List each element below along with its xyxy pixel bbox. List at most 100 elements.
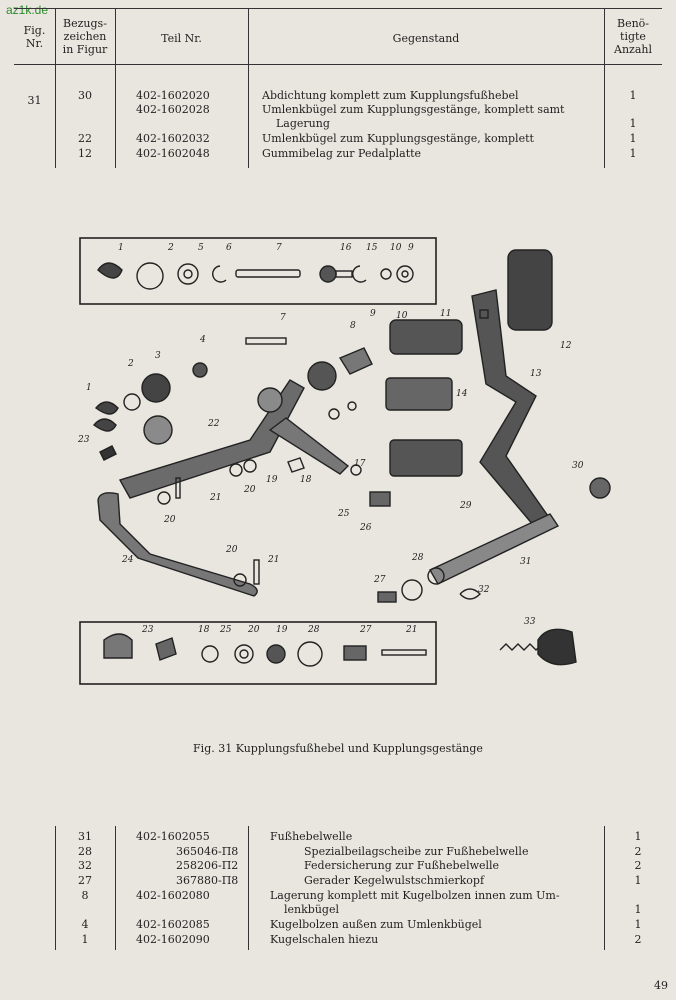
- svg-text:21: 21: [405, 625, 417, 635]
- svg-text:20: 20: [225, 545, 238, 555]
- table-row-anzahl: 2: [634, 933, 642, 946]
- svg-text:25: 25: [219, 625, 232, 635]
- table-row-gegenstand: Abdichtung komplett zum Kupplungsfußhebe…: [262, 89, 519, 102]
- svg-text:27: 27: [359, 625, 372, 635]
- svg-text:2: 2: [167, 243, 174, 253]
- svg-text:1: 1: [86, 383, 92, 393]
- svg-text:26: 26: [359, 523, 372, 533]
- table-row-teil: 402-1602080: [136, 889, 210, 902]
- watermark: az1k.de: [6, 3, 49, 17]
- svg-text:2: 2: [127, 359, 134, 369]
- svg-text:30: 30: [572, 461, 584, 471]
- table-row-bez: 12: [78, 147, 92, 160]
- table-row-gegenstand: Umlenkbügel zum Kupplungsgestänge, kompl…: [262, 132, 534, 145]
- table-row-bez: 4: [81, 918, 89, 931]
- table-row-teil: 367880-П8: [176, 874, 239, 887]
- svg-text:25: 25: [337, 509, 350, 519]
- svg-text:17: 17: [354, 459, 366, 469]
- svg-text:13: 13: [530, 369, 542, 379]
- svg-text:21: 21: [267, 555, 279, 565]
- svg-text:12: 12: [560, 341, 572, 351]
- svg-text:20: 20: [243, 485, 256, 495]
- table-row-teil: 402-1602048: [136, 147, 210, 160]
- table-row-anzahl: 1: [629, 89, 637, 102]
- svg-text:11: 11: [440, 309, 451, 319]
- svg-text:23: 23: [141, 625, 154, 635]
- figure-caption: Fig. 31 Kupplungsfußhebel und Kupplungsg…: [193, 742, 483, 755]
- table-row-anzahl: 1: [629, 132, 637, 145]
- fig-nr: 31: [27, 94, 42, 107]
- svg-text:9: 9: [370, 309, 376, 319]
- table-row-teil: 258206-П2: [176, 859, 239, 872]
- table-row-anzahl: 1: [634, 830, 642, 843]
- table-row-bez: 22: [78, 132, 92, 145]
- svg-text:7: 7: [280, 313, 286, 323]
- table-row-gegenstand: Gummibelag zur Pedalplatte: [262, 147, 422, 160]
- header-bez-1: Bezugs-: [63, 17, 107, 30]
- svg-text:21: 21: [209, 493, 221, 503]
- svg-text:20: 20: [247, 625, 260, 635]
- svg-text:28: 28: [411, 553, 424, 563]
- table-row-bez: 8: [81, 889, 89, 902]
- svg-text:19: 19: [266, 475, 278, 485]
- svg-text:31: 31: [520, 557, 531, 567]
- svg-text:5: 5: [198, 243, 204, 253]
- header-bez-3: in Figur: [62, 43, 108, 56]
- table-row-anzahl: 1: [634, 918, 642, 931]
- svg-text:24: 24: [121, 555, 134, 565]
- table-row-gegenstand: Kugelbolzen außen zum Umlenkbügel: [270, 918, 482, 931]
- table-row-bez: 31: [78, 830, 92, 843]
- table-row-bez: 30: [78, 89, 92, 102]
- header-fig-2: Nr.: [25, 37, 44, 50]
- svg-text:7: 7: [276, 243, 282, 253]
- svg-text:9: 9: [408, 243, 414, 253]
- table-row-gegenstand: Federsicherung zur Fußhebelwelle: [304, 859, 500, 872]
- svg-text:18: 18: [300, 475, 312, 485]
- svg-text:4: 4: [199, 335, 206, 345]
- header-anzahl: Benö- tigte Anzahl: [604, 17, 662, 56]
- table-row-gegenstand: Spezialbeilagscheibe zur Fußhebelwelle: [304, 845, 529, 858]
- table-row-gegenstand: Gerader Kegelwulstschmierkopf: [304, 874, 485, 887]
- svg-text:1: 1: [118, 243, 124, 253]
- table-row-gegenstand: Lagerung: [276, 117, 330, 130]
- table-row-gegenstand: Fußhebelwelle: [270, 830, 353, 843]
- svg-text:16: 16: [340, 243, 352, 253]
- svg-text:18: 18: [198, 625, 210, 635]
- svg-text:28: 28: [307, 625, 320, 635]
- svg-text:10: 10: [396, 311, 408, 321]
- svg-text:10: 10: [390, 243, 402, 253]
- table-row-teil: 402-1602085: [136, 918, 210, 931]
- table-row-anzahl: 1: [634, 903, 642, 916]
- table-row-bez: 1: [81, 933, 89, 946]
- svg-text:22: 22: [207, 419, 220, 429]
- table-row-teil: 402-1602020: [136, 89, 210, 102]
- header-fig-1: Fig.: [23, 24, 46, 37]
- header-bez-2: zeichen: [63, 30, 107, 43]
- table-row-gegenstand: Umlenkbügel zum Kupplungsgestänge, kompl…: [262, 103, 565, 116]
- svg-text:19: 19: [276, 625, 288, 635]
- table-row-bez: 28: [78, 845, 92, 858]
- svg-text:15: 15: [366, 243, 378, 253]
- svg-text:29: 29: [459, 501, 472, 511]
- table-row-anzahl: 2: [634, 859, 642, 872]
- svg-text:14: 14: [456, 389, 468, 399]
- table-row-anzahl: 1: [629, 147, 637, 160]
- header-gegenstand: Gegenstand: [392, 32, 460, 45]
- header-anz-2: tigte: [620, 30, 646, 43]
- table-row-gegenstand: Kugelschalen hiezu: [270, 933, 379, 946]
- header-fig: Fig. Nr.: [14, 24, 55, 50]
- table-row-anzahl: 1: [629, 117, 637, 130]
- table-row-gegenstand: Lagerung komplett mit Kugelbolzen innen …: [270, 889, 560, 902]
- svg-text:8: 8: [350, 321, 356, 331]
- svg-text:20: 20: [163, 515, 176, 525]
- table-row-anzahl: 1: [634, 874, 642, 887]
- table-row-bez: 27: [78, 874, 92, 887]
- table-row-teil: 402-1602032: [136, 132, 210, 145]
- table-row-teil: 365046-П8: [176, 845, 239, 858]
- header-anz-1: Benö-: [616, 17, 650, 30]
- svg-text:27: 27: [373, 575, 386, 585]
- svg-text:33: 33: [524, 617, 536, 627]
- header-teil: Teil Nr.: [161, 32, 202, 45]
